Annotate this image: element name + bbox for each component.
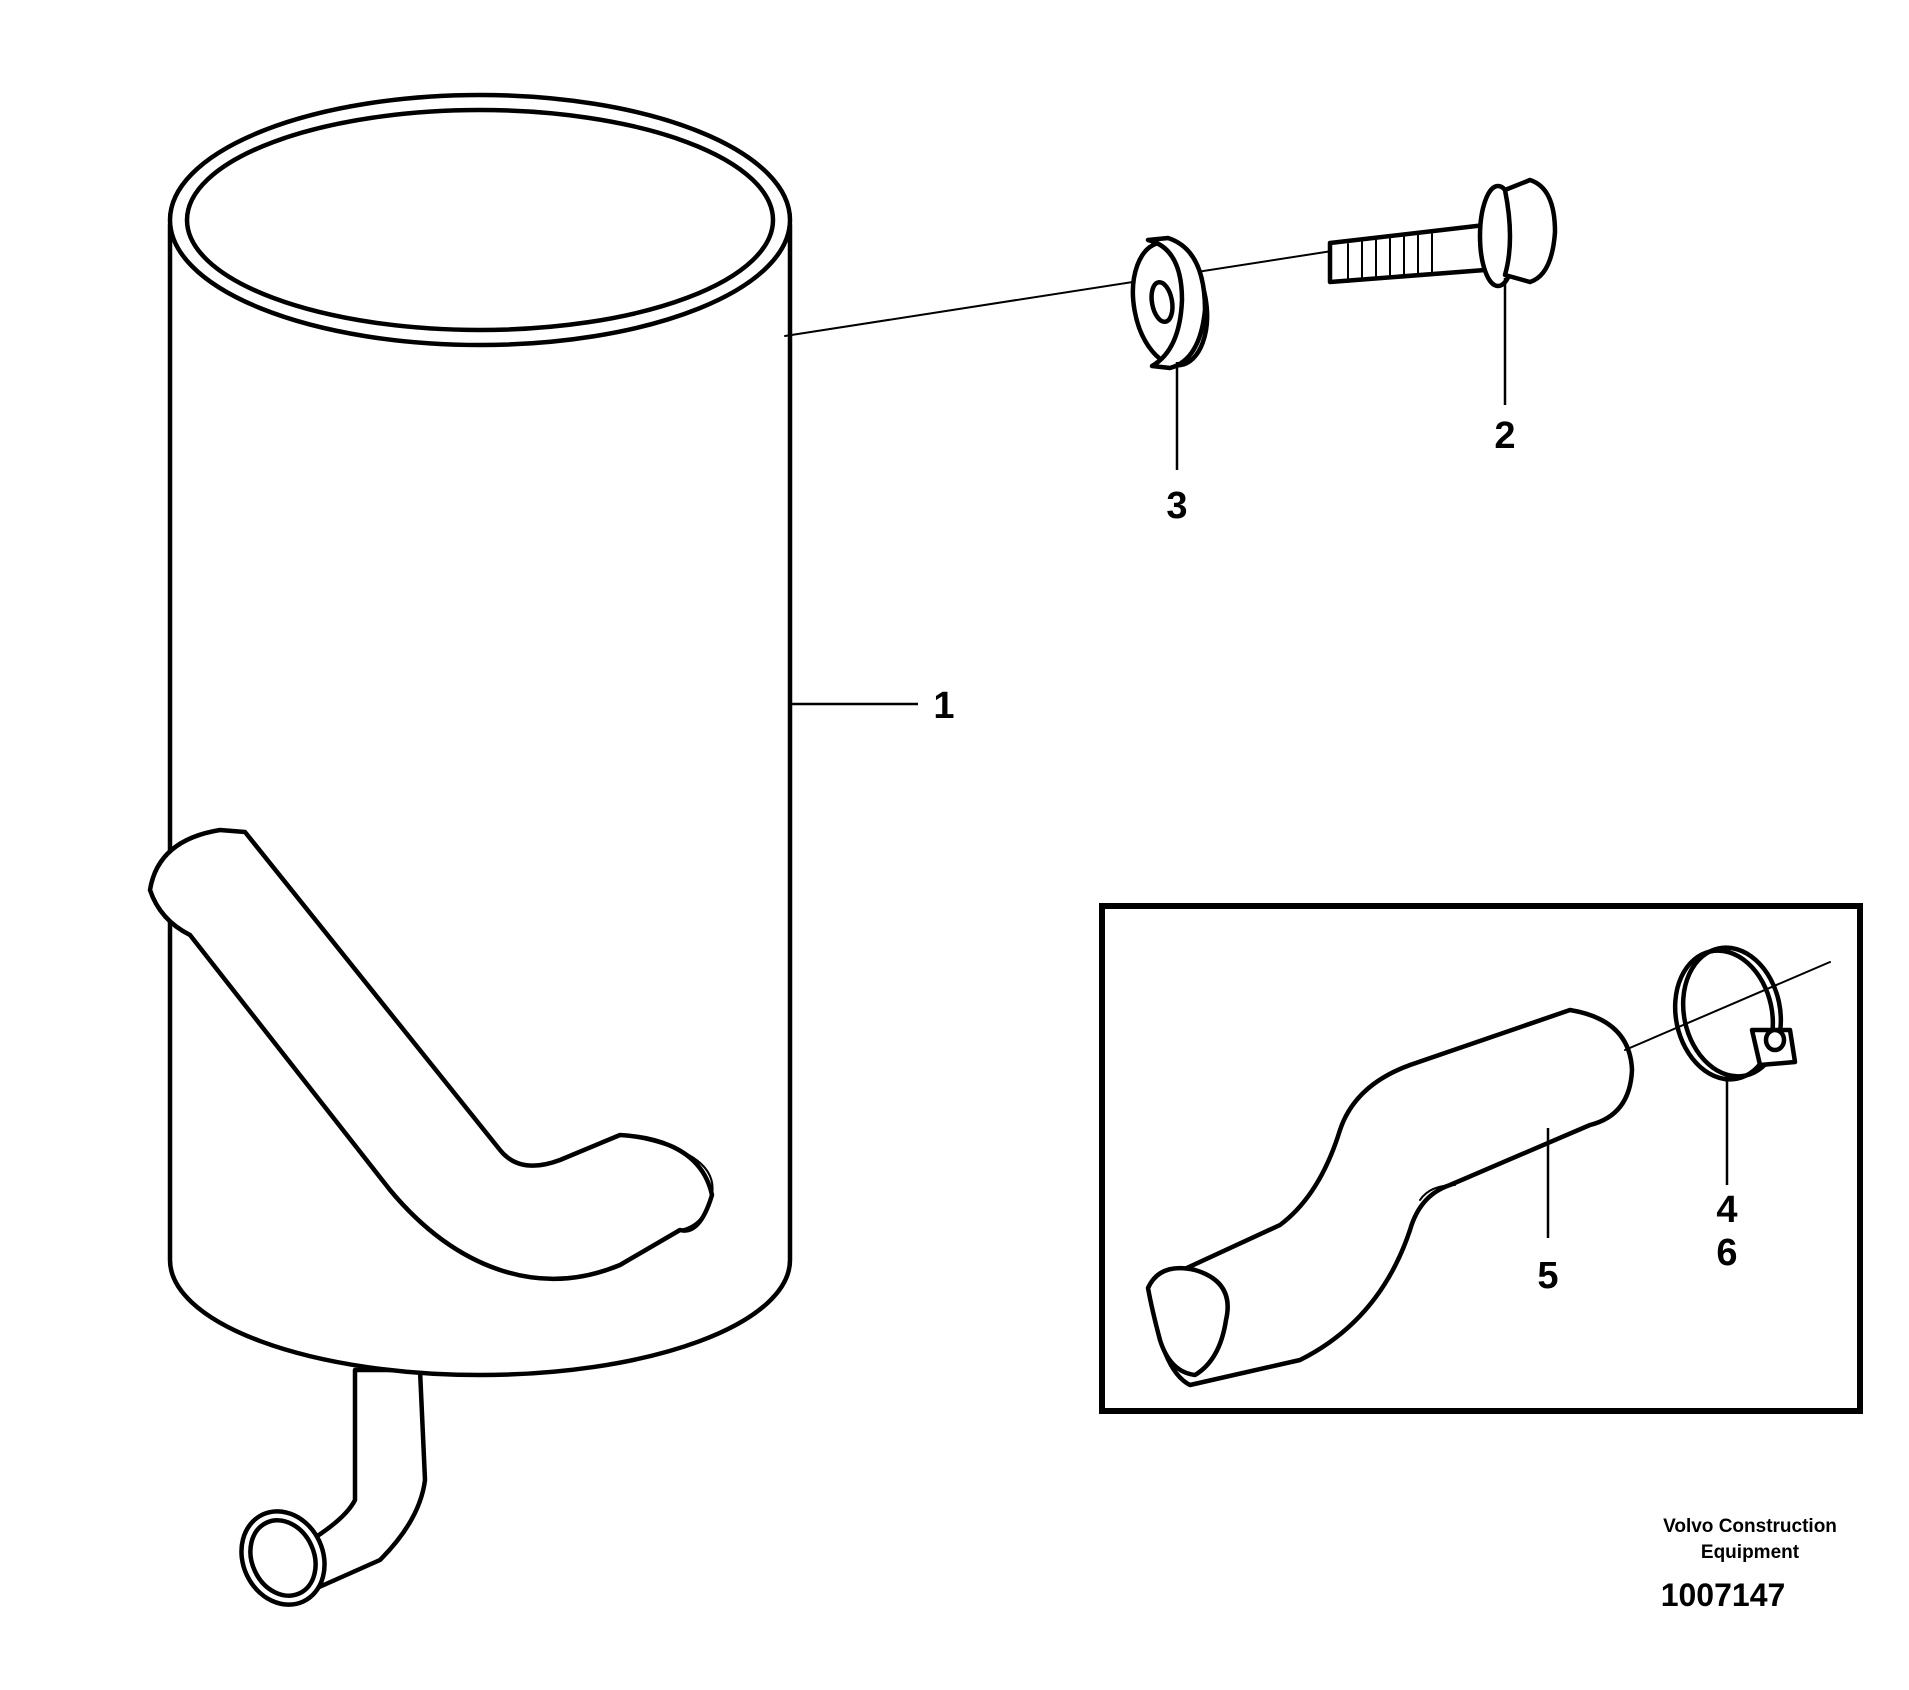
callout-4: 4 <box>1716 1189 1737 1231</box>
drawing-number: 1007147 <box>1661 1577 1786 1613</box>
brand-line-1: Volvo Construction <box>1663 1516 1837 1537</box>
hose <box>1145 1007 1635 1388</box>
callout-2: 2 <box>1494 415 1515 457</box>
callout-5: 5 <box>1537 1255 1558 1297</box>
callout-3: 3 <box>1166 485 1187 527</box>
callout-6: 6 <box>1716 1232 1737 1274</box>
washer <box>1130 235 1210 371</box>
flange-bolt <box>1327 177 1558 289</box>
muffler-assembly <box>147 92 793 1607</box>
brand-line-2: Equipment <box>1701 1542 1800 1563</box>
clamp-axis-line <box>1624 961 1831 1051</box>
hose-clamp <box>1672 945 1798 1082</box>
outlet-pipe <box>239 1367 428 1607</box>
callout-1: 1 <box>933 685 954 727</box>
detail-inset-frame <box>1099 903 1863 1414</box>
inlet-pipe <box>147 827 715 1282</box>
